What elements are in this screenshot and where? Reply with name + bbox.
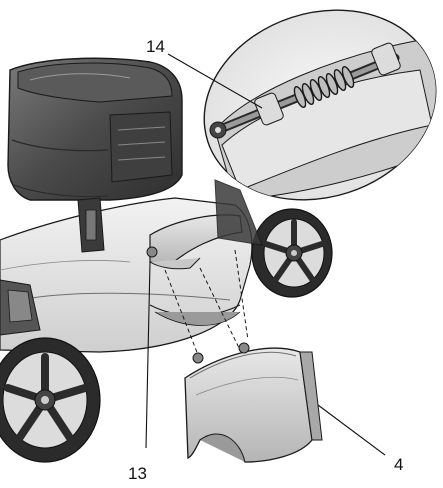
zoom-detail-bubble [203,9,441,201]
rear-wheel [251,208,333,298]
spring-icon [293,65,355,109]
callout-4: 4 [394,455,403,474]
front-wheel [0,337,101,463]
leader-14 [167,53,263,109]
detached-rear-flap [184,342,323,463]
callout-14: 14 [146,37,165,56]
side-linkage [0,279,41,336]
assembly-guide-lines [164,249,249,361]
callout-13: 13 [128,464,147,483]
leader-4 [317,404,386,456]
handle-bracket [77,197,105,253]
zoom-connector [214,179,263,246]
battery-cover [7,57,183,201]
leader-13 [145,261,151,449]
callout-leaders [145,53,386,456]
